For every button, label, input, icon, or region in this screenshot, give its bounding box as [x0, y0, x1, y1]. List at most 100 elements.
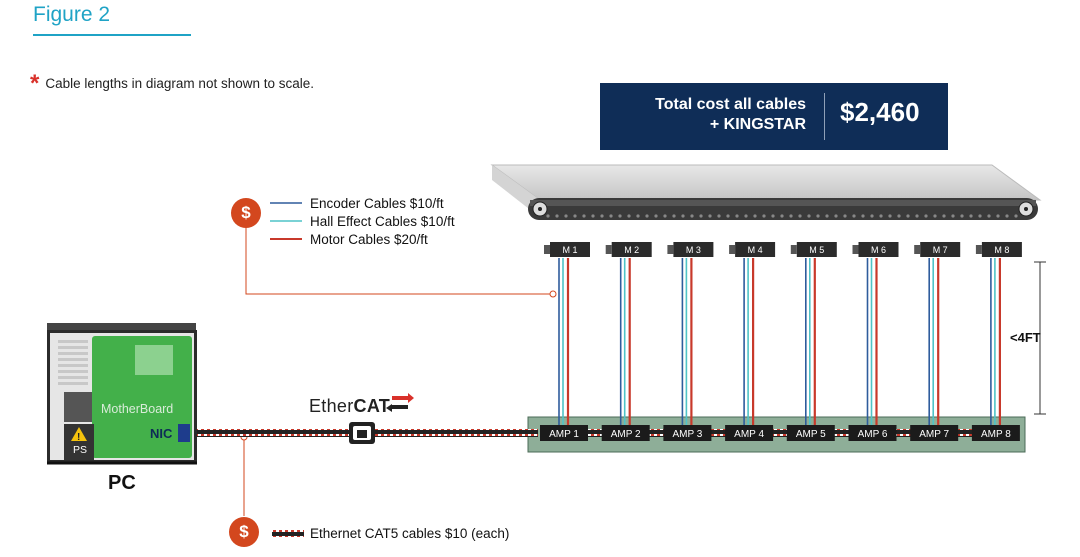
title-underline: [33, 34, 191, 36]
ethernet-chain-segment: [586, 429, 612, 437]
roller-dot: [726, 214, 730, 218]
roller-dot: [771, 214, 775, 218]
motor-label: M 8: [994, 245, 1009, 255]
amplifier: AMP 2: [601, 425, 650, 441]
ethercat-connector-icon: [349, 422, 375, 444]
amplifier: AMP 1: [540, 425, 588, 441]
amplifier: AMP 5: [786, 425, 835, 441]
dollar-icon: $: [229, 517, 259, 547]
motor: M 3: [667, 242, 714, 257]
roller-dot: [834, 214, 838, 218]
total-cost-box: Total cost all cables + KINGSTAR $2,460: [600, 83, 948, 150]
amp-label: AMP 2: [611, 429, 641, 440]
ethernet-chain-segment: [709, 429, 736, 437]
figure-title: Figure 2: [33, 3, 111, 26]
roller-dot: [591, 214, 595, 218]
ethernet-chain-segment: [647, 429, 674, 437]
legend-hall-effect: Hall Effect Cables $10/ft: [310, 214, 455, 229]
ethernet-legend-swatch: [272, 530, 304, 537]
roller-dot: [744, 214, 748, 218]
motor-body: [673, 242, 714, 257]
roller-dot: [654, 214, 658, 218]
roller-dot: [798, 214, 802, 218]
roller-dot: [951, 214, 955, 218]
motherboard-label: MotherBoard: [101, 402, 174, 416]
motor-label: M 6: [871, 245, 886, 255]
total-cost-value: $2,460: [840, 97, 920, 127]
roller-dot: [627, 214, 631, 218]
amp-label: AMP 8: [981, 429, 1011, 440]
amp-label: AMP 3: [672, 429, 702, 440]
roller-dot: [969, 214, 973, 218]
motor-body: [981, 242, 1022, 257]
roller-dot: [1005, 214, 1009, 218]
roller-dot: [582, 214, 586, 218]
amp-body: [848, 425, 897, 441]
motor-shaft: [975, 245, 982, 254]
roller-dot: [888, 214, 892, 218]
amp-body: [601, 425, 650, 441]
roller-dot: [600, 214, 604, 218]
amp-body: [786, 425, 835, 441]
nic-port: [178, 424, 190, 442]
roller-dot: [699, 214, 703, 218]
ethernet-chain-segment: [956, 429, 983, 437]
amp-label: AMP 4: [734, 429, 764, 440]
warning-icon: [71, 427, 87, 441]
cable-callout-line: [245, 225, 553, 295]
power-supply-label: PS: [73, 444, 88, 456]
ethernet-chain-segment: [894, 429, 921, 437]
height-dimension: [1034, 261, 1046, 415]
pc-tower: !: [47, 323, 197, 463]
roller-dot: [708, 214, 712, 218]
roller-dot: [672, 214, 676, 218]
nic-label: NIC: [150, 426, 173, 441]
motor-label: M 7: [933, 245, 948, 255]
roller-dot: [915, 214, 919, 218]
cable-legend-lines: [270, 202, 302, 240]
roller-dot: [843, 214, 847, 218]
roller-dot: [1014, 214, 1018, 218]
motor-label: M 2: [624, 245, 639, 255]
motor-body: [796, 242, 837, 257]
ethercat-logo: EtherCAT: [309, 396, 390, 417]
roller-dot: [663, 214, 667, 218]
motor-shaft: [852, 245, 859, 254]
roller-dot: [780, 214, 784, 218]
roller-dot: [933, 214, 937, 218]
motor: M 1: [544, 242, 590, 257]
pc-label: PC: [108, 472, 136, 494]
roller-dot: [636, 214, 640, 218]
amp-label: AMP 7: [919, 429, 949, 440]
motor-shaft: [544, 245, 550, 254]
dollar-icon: $: [231, 198, 261, 228]
roller-dot: [807, 214, 811, 218]
motor-shaft: [790, 245, 797, 254]
motor: M 5: [790, 242, 837, 257]
amplifier: AMP 6: [848, 425, 897, 441]
amp-daisy-chain: [586, 429, 983, 437]
roller-dot: [555, 214, 559, 218]
ethernet-chain-segment: [771, 429, 798, 437]
motor: M 7: [914, 242, 961, 257]
motor-shaft: [605, 245, 612, 254]
roller-dot: [879, 214, 883, 218]
roller-dot: [996, 214, 1000, 218]
scale-note: * Cable lengths in diagram not shown to …: [30, 69, 314, 97]
roller-dot: [609, 214, 613, 218]
ethercat-suffix: CAT: [353, 396, 391, 416]
roller-dot: [735, 214, 739, 218]
amplifier: AMP 8: [971, 425, 1020, 441]
roller-dot: [546, 214, 550, 218]
motor: M 2: [605, 242, 652, 257]
roller-dot: [924, 214, 928, 218]
roller-dot: [906, 214, 910, 218]
motor: M 8: [975, 242, 1022, 257]
amp-label: AMP 5: [796, 429, 826, 440]
cost-label-line1: Total cost all cables: [655, 96, 806, 113]
asterisk-icon: *: [30, 69, 40, 97]
motor-label: M 1: [562, 245, 577, 255]
motor-label: M 4: [748, 245, 763, 255]
legend-motor: Motor Cables $20/ft: [310, 232, 428, 247]
